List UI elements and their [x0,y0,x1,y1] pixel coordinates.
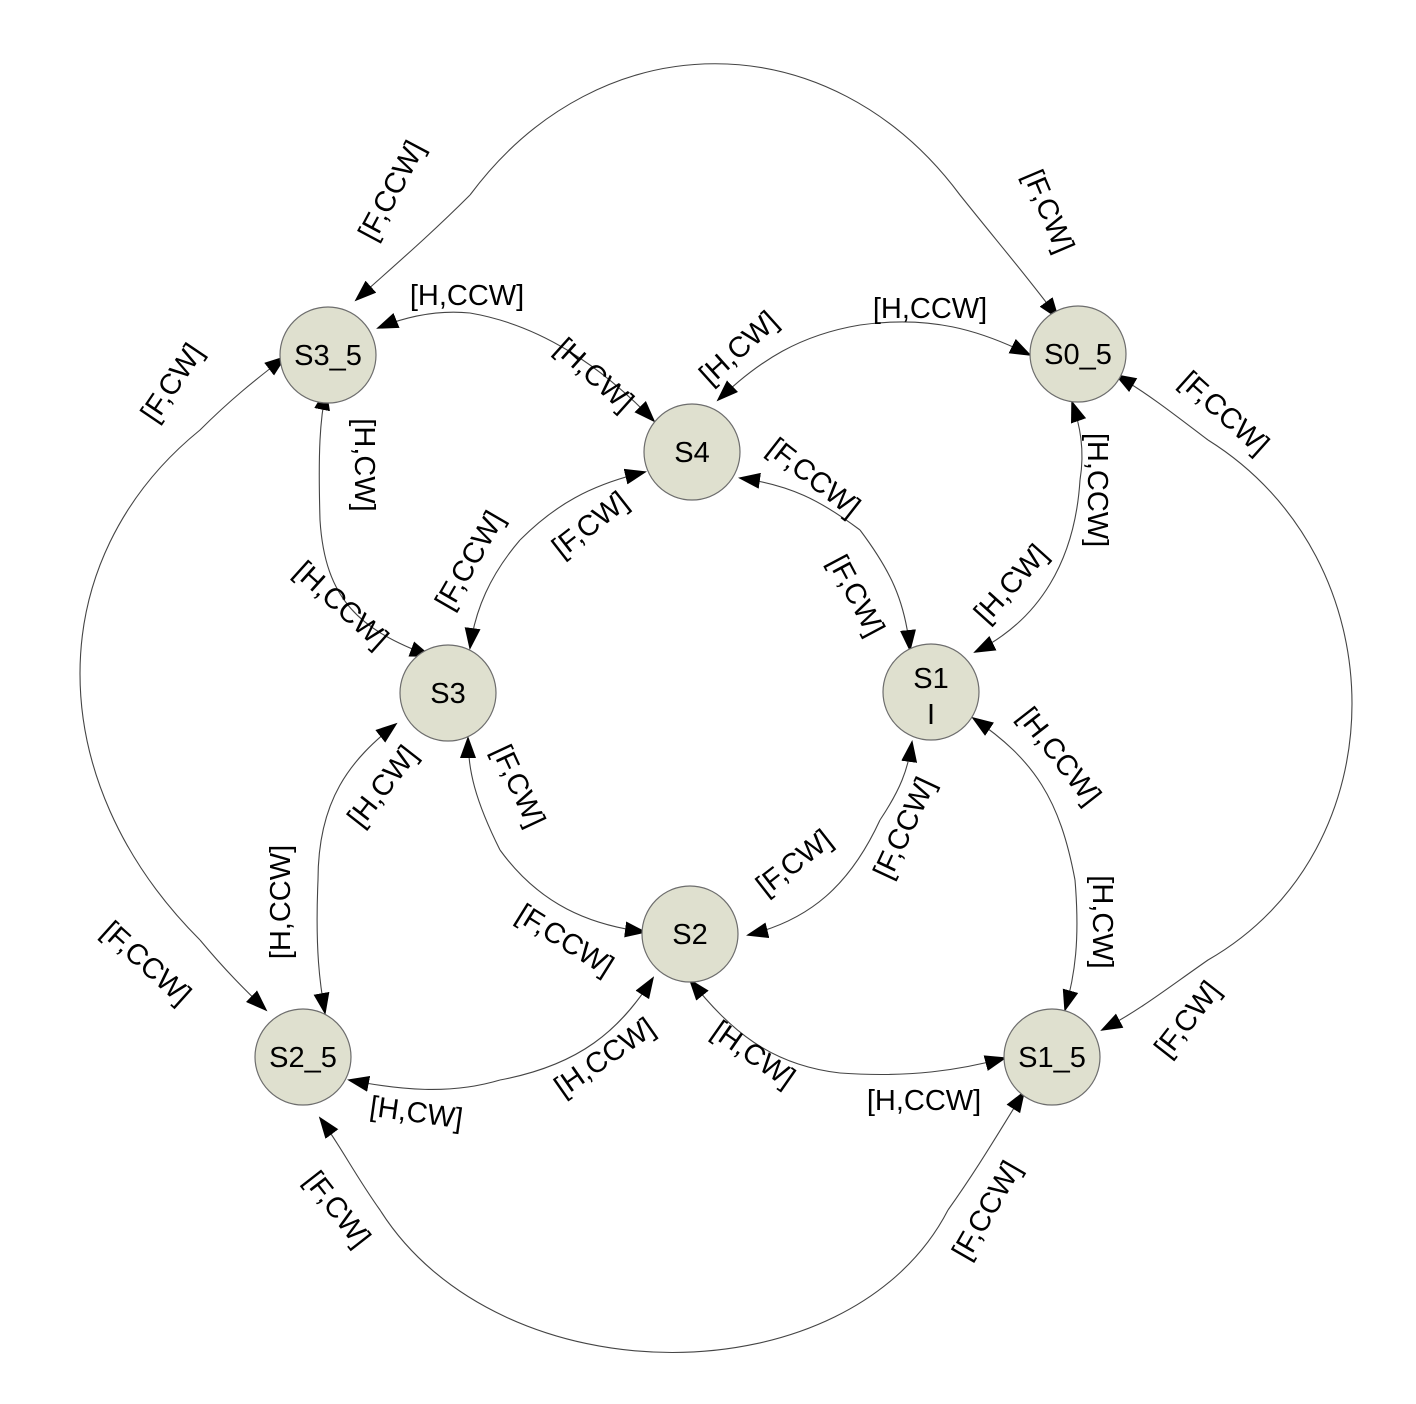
edge-s05-to-s4 [716,324,861,402]
label-s2-to-s1: [F,CCW] [868,773,943,884]
edge-s1-to-s2 [746,819,881,939]
edge-s3-to-s2 [499,849,647,938]
edge-s3-to-s35 [314,388,330,521]
edge-s3-to-s4 [519,468,647,541]
label-s35-to-s3: [H,CCW] [288,555,394,655]
label-s3-to-s4: [F,CW] [546,486,634,565]
edge-s15-to-s05 [1114,373,1209,441]
edge-s3-to-s25 [313,879,330,1015]
label-s1-to-s2: [F,CW] [750,824,838,903]
label-s35-to-s25: [F,CCW] [95,915,197,1011]
node-s2: S2 [641,885,739,983]
label-s4-to-s1: [F,CW] [821,550,890,642]
edge-s2-to-s1 [879,740,918,821]
node-s2-5-label: S2_5 [269,1042,337,1074]
label-s15-to-s1: [H,CCW] [1011,702,1107,812]
label-s3-to-s25: [H,CCW] [265,845,297,959]
label-s1-to-s05: [H,CCW] [1081,433,1113,547]
label-s05-to-s1: [H,CW] [968,539,1054,630]
node-s0-5: S0_5 [1029,305,1127,403]
edge-s4-to-s05 [859,321,1032,356]
edge-s2-to-s3 [460,736,501,851]
node-s0-5-label: S0_5 [1044,339,1112,371]
edge-s2-to-s25 [347,1075,501,1092]
node-s2-5: S2_5 [254,1008,352,1106]
label-s4-to-s3: [F,CCW] [429,506,511,615]
node-s4: S4 [643,403,741,501]
edge-s25-to-s3 [317,722,398,881]
edge-s35-to-s3 [319,519,432,657]
edge-s1-to-s4 [738,472,861,531]
label-s2-to-s15: [H,CCW] [867,1085,981,1117]
label-s35-to-s4: [H,CW] [549,332,640,418]
label-s3-to-s35: [H,CW] [348,418,380,511]
label-s25-to-s35: [F,CW] [135,338,210,428]
label-s15-to-s2: [H,CW] [706,1015,801,1095]
label-s25-to-s15: [F,CW] [298,1165,377,1253]
edge-s15-to-s2 [688,978,841,1074]
label-s2-to-s3: [F,CW] [485,740,551,832]
edge-s15-to-s1 [971,716,1076,881]
label-s1-to-s4: [F,CCW] [761,432,866,524]
node-s2-label: S2 [672,919,707,951]
node-s1-sublabel: I [927,699,935,731]
edge-s4-to-s1 [859,529,916,652]
edge-s05-to-s15 [1100,439,1353,1031]
label-s1-to-s15: [H,CW] [1086,875,1118,968]
edge-s2-to-s15 [839,1055,1007,1076]
label-s15-to-s25: [F,CCW] [946,1156,1028,1265]
label-s4-to-s05: [H,CCW] [873,293,987,325]
edge-s25-to-s35 [79,355,287,941]
node-s3-5: S3_5 [279,306,377,404]
edge-s15-to-s25 [318,1116,949,1353]
edge-s1-to-s15 [1062,879,1079,1012]
label-s25-to-s2: [H,CCW] [549,1012,661,1104]
node-s1: S1 I [882,643,980,741]
node-s4-label: S4 [674,437,709,469]
node-s1-5-label: S1_5 [1018,1042,1086,1074]
label-s35-to-s05: [F,CW] [1017,165,1080,258]
edge-s35-to-s25 [199,939,268,1012]
node-s3: S3 [399,644,497,742]
edge-s05-to-s1 [973,479,1081,653]
edge-s4-to-s35 [376,311,471,329]
label-s2-to-s25: [H,CW] [368,1091,465,1136]
label-s05-to-s35: [F,CCW] [353,136,432,246]
node-s1-5: S1_5 [1003,1008,1101,1106]
edge-s25-to-s2 [499,976,655,1081]
label-s05-to-s15: [F,CW] [1149,975,1228,1063]
edge-s35-to-s4 [469,312,656,423]
label-s4-to-s35: [H,CCW] [410,280,524,312]
edge-s35-to-s05 [469,63,1060,320]
label-s05-to-s4: [H,CW] [694,305,785,391]
node-s3-5-label: S3_5 [294,340,362,372]
edge-s4-to-s3 [464,539,521,650]
node-s1-label: S1 [913,663,948,695]
edge-s05-to-s35 [354,194,471,302]
node-s3-label: S3 [430,678,465,710]
label-s3-to-s2: [F,CCW] [511,898,619,982]
label-s25-to-s3: [H,CW] [342,740,425,833]
edge-s25-to-s15 [947,1090,1026,1211]
edge-s1-to-s05 [1071,400,1087,481]
label-s15-to-s05: [F,CCW] [1173,365,1275,461]
